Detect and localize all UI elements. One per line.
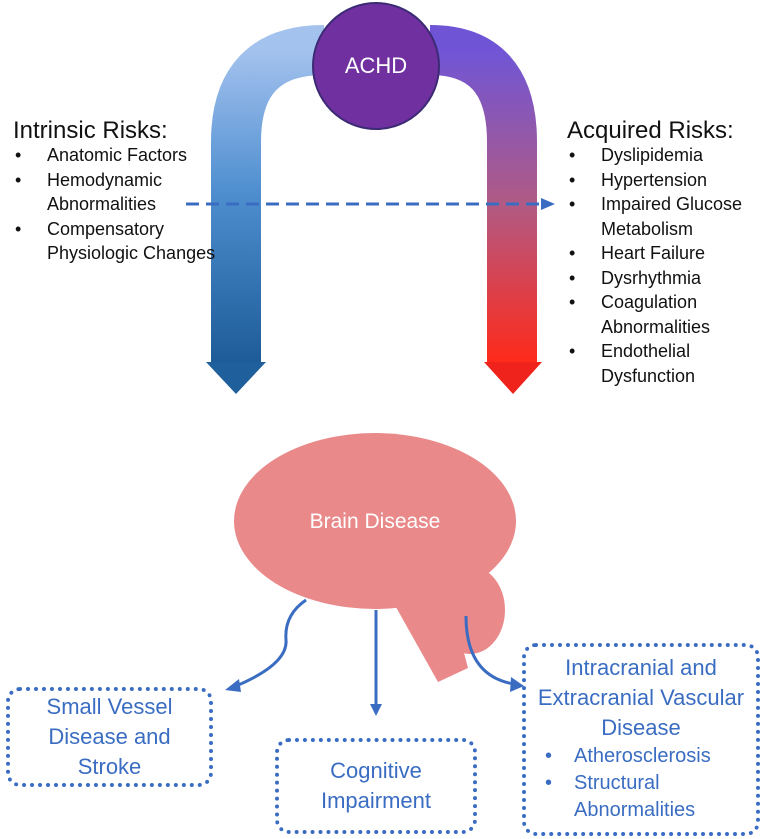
small-vessel-label: Small Vessel Disease and Stroke: [46, 694, 173, 779]
achd-label: ACHD: [344, 53, 408, 78]
vascular-disease-box: Intracranial and Extracranial Vascular D…: [522, 643, 760, 836]
intrinsic-risk-item: Hemodynamic Abnormalities: [13, 168, 187, 217]
intrinsic-risks-list: Anatomic Factors Hemodynamic Abnormaliti…: [13, 143, 228, 266]
risk-connector-arrow: [186, 198, 555, 210]
cognitive-impairment-box: Cognitive Impairment: [275, 738, 477, 834]
brain-disease-label: Brain Disease: [309, 510, 441, 533]
vascular-disease-item: Atherosclerosis: [532, 743, 750, 770]
intrinsic-risk-item: Anatomic Factors: [13, 143, 228, 168]
acquired-risk-item: Coagulation Abnormalities: [567, 290, 721, 339]
acquired-risks-heading: Acquired Risks:: [567, 117, 734, 144]
achd-circle: [312, 2, 440, 130]
vascular-disease-list: Atherosclerosis Structural Abnormalities: [532, 743, 750, 824]
intrinsic-risks-heading: Intrinsic Risks:: [13, 117, 168, 144]
cognitive-impairment-label: Cognitive Impairment: [320, 758, 432, 813]
brain-shape: [234, 433, 516, 682]
vascular-disease-title: Intracranial and Extracranial Vascular D…: [537, 655, 745, 740]
acquired-risk-item: Dysrhythmia: [567, 266, 757, 291]
acquired-risk-item: Heart Failure: [567, 241, 757, 266]
acquired-risk-item: Dyslipidemia: [567, 143, 757, 168]
intrinsic-risk-item: Compensatory Physiologic Changes: [13, 217, 237, 266]
intrinsic-arrow: [206, 25, 325, 394]
acquired-risk-item: Endothelial Dysfunction: [567, 339, 721, 388]
small-vessel-box: Small Vessel Disease and Stroke: [6, 687, 213, 787]
outcome-connectors: [235, 598, 515, 706]
vascular-disease-item: Structural Abnormalities: [532, 770, 704, 824]
outcome-arrowheads: [225, 677, 524, 716]
acquired-risks-list: Dyslipidemia Hypertension Impaired Gluco…: [567, 143, 757, 388]
acquired-arrow: [429, 25, 542, 394]
acquired-risk-item: Impaired Glucose Metabolism: [567, 192, 757, 241]
acquired-risk-item: Hypertension: [567, 168, 757, 193]
